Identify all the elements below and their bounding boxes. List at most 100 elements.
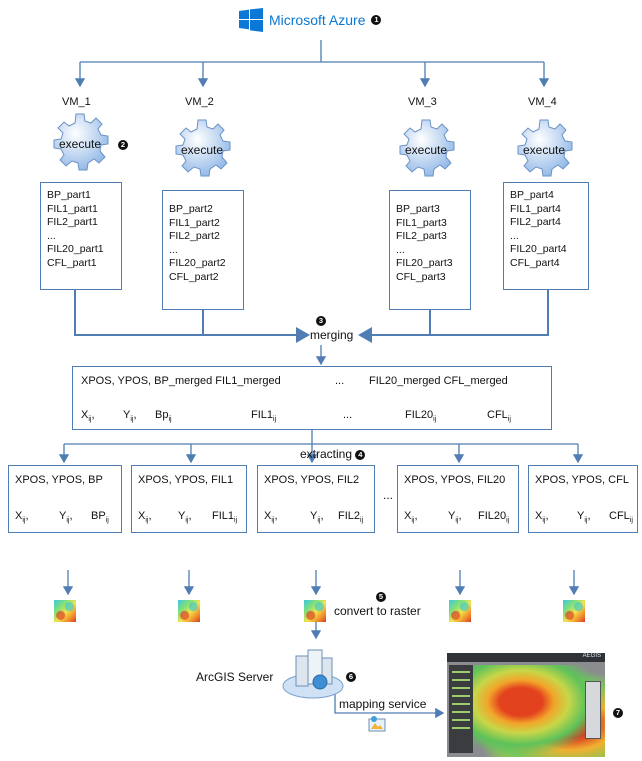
part-item: FIL1_part2 [169, 216, 220, 229]
extract-val: FIL20ij [478, 510, 510, 525]
part-item: BP_part4 [510, 189, 554, 201]
extract-val: CFLij [609, 510, 633, 525]
map-layer-panel [449, 665, 473, 753]
part-item: BP_part2 [169, 203, 213, 215]
part-item: FIL20_part1 [47, 243, 104, 255]
extracting-label: extracting 4 [300, 447, 366, 461]
part-item: CFL_part4 [510, 256, 560, 269]
extract-x: Xij, [264, 510, 278, 525]
raster-thumbnail-icon [563, 600, 585, 622]
extract-val: BPij [91, 510, 109, 525]
step-badge-5: 5 [376, 592, 386, 602]
step-badge-1: 1 [371, 15, 382, 25]
execute-gear-2: execute [170, 118, 234, 182]
parts-box-vm1: BP_part1 FIL1_part1 FIL2_part1 ... FIL20… [40, 182, 122, 290]
part-item: FIL2_part2 [169, 230, 220, 242]
server-cloud-icon [282, 649, 344, 699]
extract-x: Xij, [535, 510, 549, 525]
part-item: FIL20_part2 [169, 257, 226, 269]
mapping-service-label: mapping service [339, 697, 427, 711]
gear-icon [53, 113, 109, 171]
map-viewer-screenshot: AEGIS [447, 653, 605, 757]
vm-label-2: VM_2 [185, 96, 214, 108]
execute-gear-4: execute [512, 118, 576, 182]
merged-header-right: FIL20_merged CFL_merged [369, 375, 508, 387]
raster-thumbnail-icon [449, 600, 471, 622]
extract-title: XPOS, YPOS, BP [15, 474, 103, 486]
part-item: FIL2_part3 [396, 230, 447, 242]
gear-icon [175, 119, 231, 177]
execute-label-4: execute [522, 143, 566, 157]
extract-x: Xij, [138, 510, 152, 525]
raster-thumbnail-icon [304, 600, 326, 622]
extract-x: Xij, [15, 510, 29, 525]
extract-box-fil1: XPOS, YPOS, FIL1 Xij, Yij, FIL1ij [131, 465, 247, 533]
execute-gear-1: execute [48, 112, 112, 176]
extract-y: Yij, [59, 510, 73, 525]
gear-icon [399, 119, 455, 177]
part-item: FIL2_part4 [510, 216, 561, 228]
map-brand: AEGIS [582, 653, 601, 659]
part-item: ... [47, 229, 56, 242]
arcgis-label: ArcGIS Server [196, 670, 274, 684]
merged-cell-fil20: FIL20ij [405, 409, 437, 424]
merged-cell-cfl: CFLij [487, 409, 511, 424]
extract-box-fil20: XPOS, YPOS, FIL20 Xij, Yij, FIL20ij [397, 465, 519, 533]
extract-box-bp: XPOS, YPOS, BP Xij, Yij, BPij [8, 465, 122, 533]
map-service-icon [368, 716, 386, 732]
azure-title: Microsoft Azure [269, 12, 366, 28]
extract-y: Yij, [448, 510, 462, 525]
part-item: FIL20_part3 [396, 257, 453, 269]
part-item: CFL_part3 [396, 270, 446, 283]
map-zoom-control [585, 681, 601, 739]
azure-header: Microsoft Azure 1 [239, 8, 382, 32]
extract-y: Yij, [178, 510, 192, 525]
part-item: BP_part3 [396, 203, 440, 215]
vm-label-1: VM_1 [62, 96, 91, 108]
extract-title: XPOS, YPOS, FIL20 [404, 474, 506, 486]
extract-y: Yij, [577, 510, 591, 525]
merged-cell-bp: Bpij [155, 409, 172, 424]
part-item: CFL_part1 [47, 256, 97, 269]
vm-label-3: VM_3 [408, 96, 437, 108]
step-badge-2: 2 [118, 140, 128, 150]
step-badge-4: 4 [355, 449, 366, 460]
part-item: FIL1_part1 [47, 202, 98, 215]
part-item: ... [510, 229, 519, 242]
merged-cell-y: Yij, [123, 409, 137, 424]
part-item: ... [396, 243, 405, 256]
windows-logo-icon [239, 8, 263, 32]
execute-label-1: execute [58, 137, 102, 151]
extract-title: XPOS, YPOS, FIL2 [264, 474, 360, 486]
extract-x: Xij, [404, 510, 418, 525]
extract-title: XPOS, YPOS, CFL [535, 474, 629, 486]
merged-cell-x: Xij, [81, 409, 95, 424]
merged-header-dots: ... [335, 375, 345, 387]
map-toolbar [447, 653, 605, 662]
merging-label: merging [310, 328, 354, 342]
part-item: BP_part1 [47, 189, 91, 201]
part-item: CFL_part2 [169, 270, 219, 283]
step-badge-7: 7 [613, 708, 623, 718]
merged-cell-fil1: FIL1ij [251, 409, 277, 424]
extract-val: FIL2ij [338, 510, 364, 525]
step-badge-6: 6 [346, 672, 356, 682]
extract-box-fil2: XPOS, YPOS, FIL2 Xij, Yij, FIL2ij [257, 465, 375, 533]
execute-gear-3: execute [394, 118, 458, 182]
raster-thumbnail-icon [178, 600, 200, 622]
merged-table: XPOS, YPOS, BP_merged FIL1_merged ... FI… [72, 366, 552, 430]
part-item: FIL20_part4 [510, 243, 567, 255]
execute-label-3: execute [404, 143, 448, 157]
merged-cell-dots: ... [343, 409, 353, 421]
extract-y: Yij, [310, 510, 324, 525]
parts-box-vm2: BP_part2 FIL1_part2 FIL2_part2 ... FIL20… [162, 190, 244, 310]
step-badge-3: 3 [316, 316, 326, 326]
part-item: FIL1_part3 [396, 216, 447, 229]
convert-label: convert to raster [334, 604, 421, 618]
execute-label-2: execute [180, 143, 224, 157]
merged-header-left: XPOS, YPOS, BP_merged FIL1_merged [81, 375, 281, 387]
extract-ellipsis: ... [383, 488, 394, 502]
extract-title: XPOS, YPOS, FIL1 [138, 474, 234, 486]
part-item: FIL2_part1 [47, 216, 98, 228]
